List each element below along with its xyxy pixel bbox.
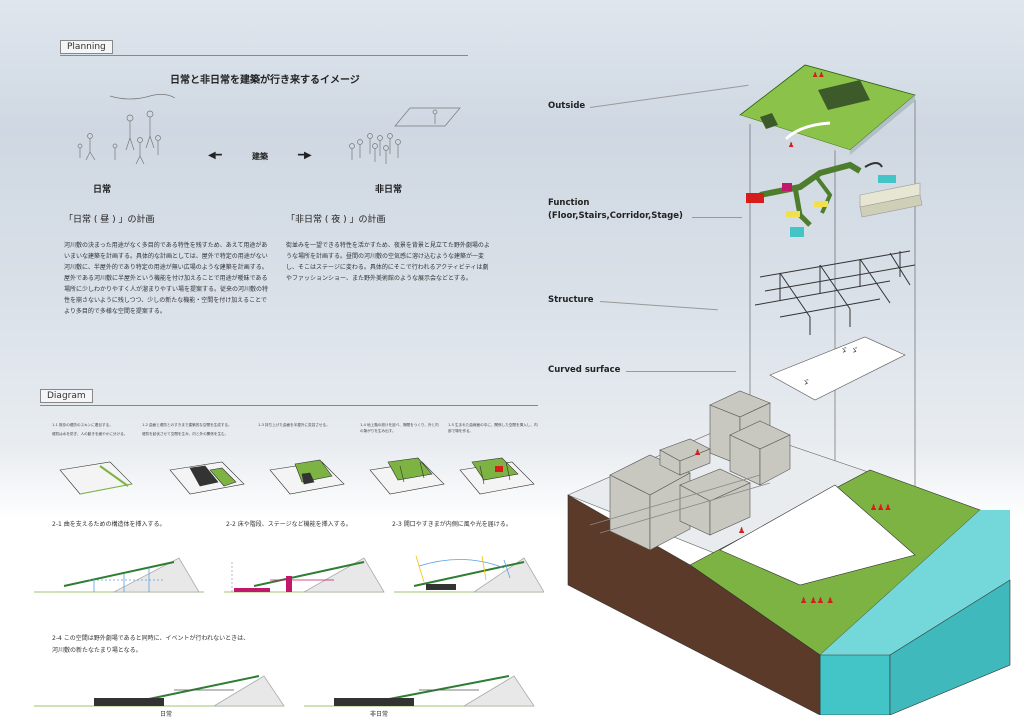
exploded-axonometric: ♟♟ ♟ ゞ ゞ ゞ [567,64,1011,715]
step-1-4: 1-4 地上階の設けを延べ、隙間をつくり、外と内の繋がりを生み出す。 [360,423,439,433]
section-diagram-2-4 [34,675,535,707]
step-1-1: 1-1 既存の堤防のスキンに着目する。 堤防は水を防ぎ、人の動きを緩やかに分ける… [52,423,128,436]
label-outside: Outside [548,101,586,111]
left-label: 日常 [93,185,112,195]
step-1-2: 1-2 曲面と堤防とのすきまで建築的な空間を生成する。 堤防を起伏させて空間を生… [142,423,232,436]
section-diagram-2-series [34,555,544,593]
label-function: Function [548,198,590,208]
svg-text:♟: ♟ [788,141,794,149]
curved-surface-layer: ゞ ゞ ゞ [769,336,906,401]
right-label: 非日常 [375,185,403,195]
night-text: 街並みを一望できる特性を活かすため、夜景を背景と見立てた野外劇場のような場所を計… [286,242,490,282]
arrow-label: 建築 [252,152,268,161]
svg-text:♟: ♟ [738,526,745,535]
label-curved: Curved surface [548,365,621,375]
leader-function [692,217,742,218]
diagram-rule [40,405,538,406]
diagram-1-series [59,457,535,495]
daily-people-sketch [77,94,176,165]
svg-text:♟♟: ♟♟ [812,71,825,79]
step-2-3: 2-3 開口やすきまが内側に風や光を届ける。 [392,521,512,528]
day-text: 河川敷の決まった用途がなく多目的である特性を残すため、あえて用途があいまいな建築… [64,242,269,315]
svg-text:♟: ♟ [694,448,701,457]
step-2-1: 2-1 曲を支えるための構造体を挿入する。 [52,521,166,528]
diagram-tag: Diagram [40,389,93,403]
step-1-3: 1-3 持ち上げた曲面を半屋外に変容させる。 [258,423,330,427]
night-heading: 「非日常 ( 夜 ) 」の計画 [286,215,386,225]
label-structure: Structure [548,295,594,305]
step-2-4: 2-4 この空間は野外劇場であると同時に、イベントが行われないときは、河川敷の新… [52,635,250,654]
svg-text:ゞ: ゞ [802,378,810,387]
arrow-left-icon: ◀━ [208,150,222,161]
step-2-2: 2-2 床や階段、ステージなど機能を挿入する。 [226,521,352,528]
nightly-stage-sketch [349,107,461,164]
svg-text:♟ ♟♟ ♟: ♟ ♟♟ ♟ [800,596,834,605]
bottom-right-label: 非日常 [370,711,389,718]
function-layer [746,161,923,237]
planning-tag: Planning [60,40,113,54]
site-block: ♟♟♟ ♟ ♟♟ ♟ ♟ ♟ [567,390,1011,715]
planning-rule [60,55,468,56]
day-heading: 「日常 ( 昼 ) 」の計画 [64,215,155,225]
svg-text:ゞ ゞ: ゞ ゞ [840,346,859,355]
structure-layer [754,250,916,335]
outside-roof-layer: ♟♟ ♟ [739,64,916,155]
leader-curved [626,371,736,372]
label-function-sub: (Floor,Stairs,Corridor,Stage) [548,211,683,221]
bottom-left-label: 日常 [160,711,173,718]
step-1-5: 1-5 生まれた曲線面の中に、関係した空間を挿入し、内部で場を作る。 [448,423,538,433]
svg-text:♟♟♟: ♟♟♟ [870,503,892,512]
arrow-right-icon: ━▶ [298,150,312,161]
planning-title: 日常と非日常を建築が行き来するイメージ [170,75,360,86]
